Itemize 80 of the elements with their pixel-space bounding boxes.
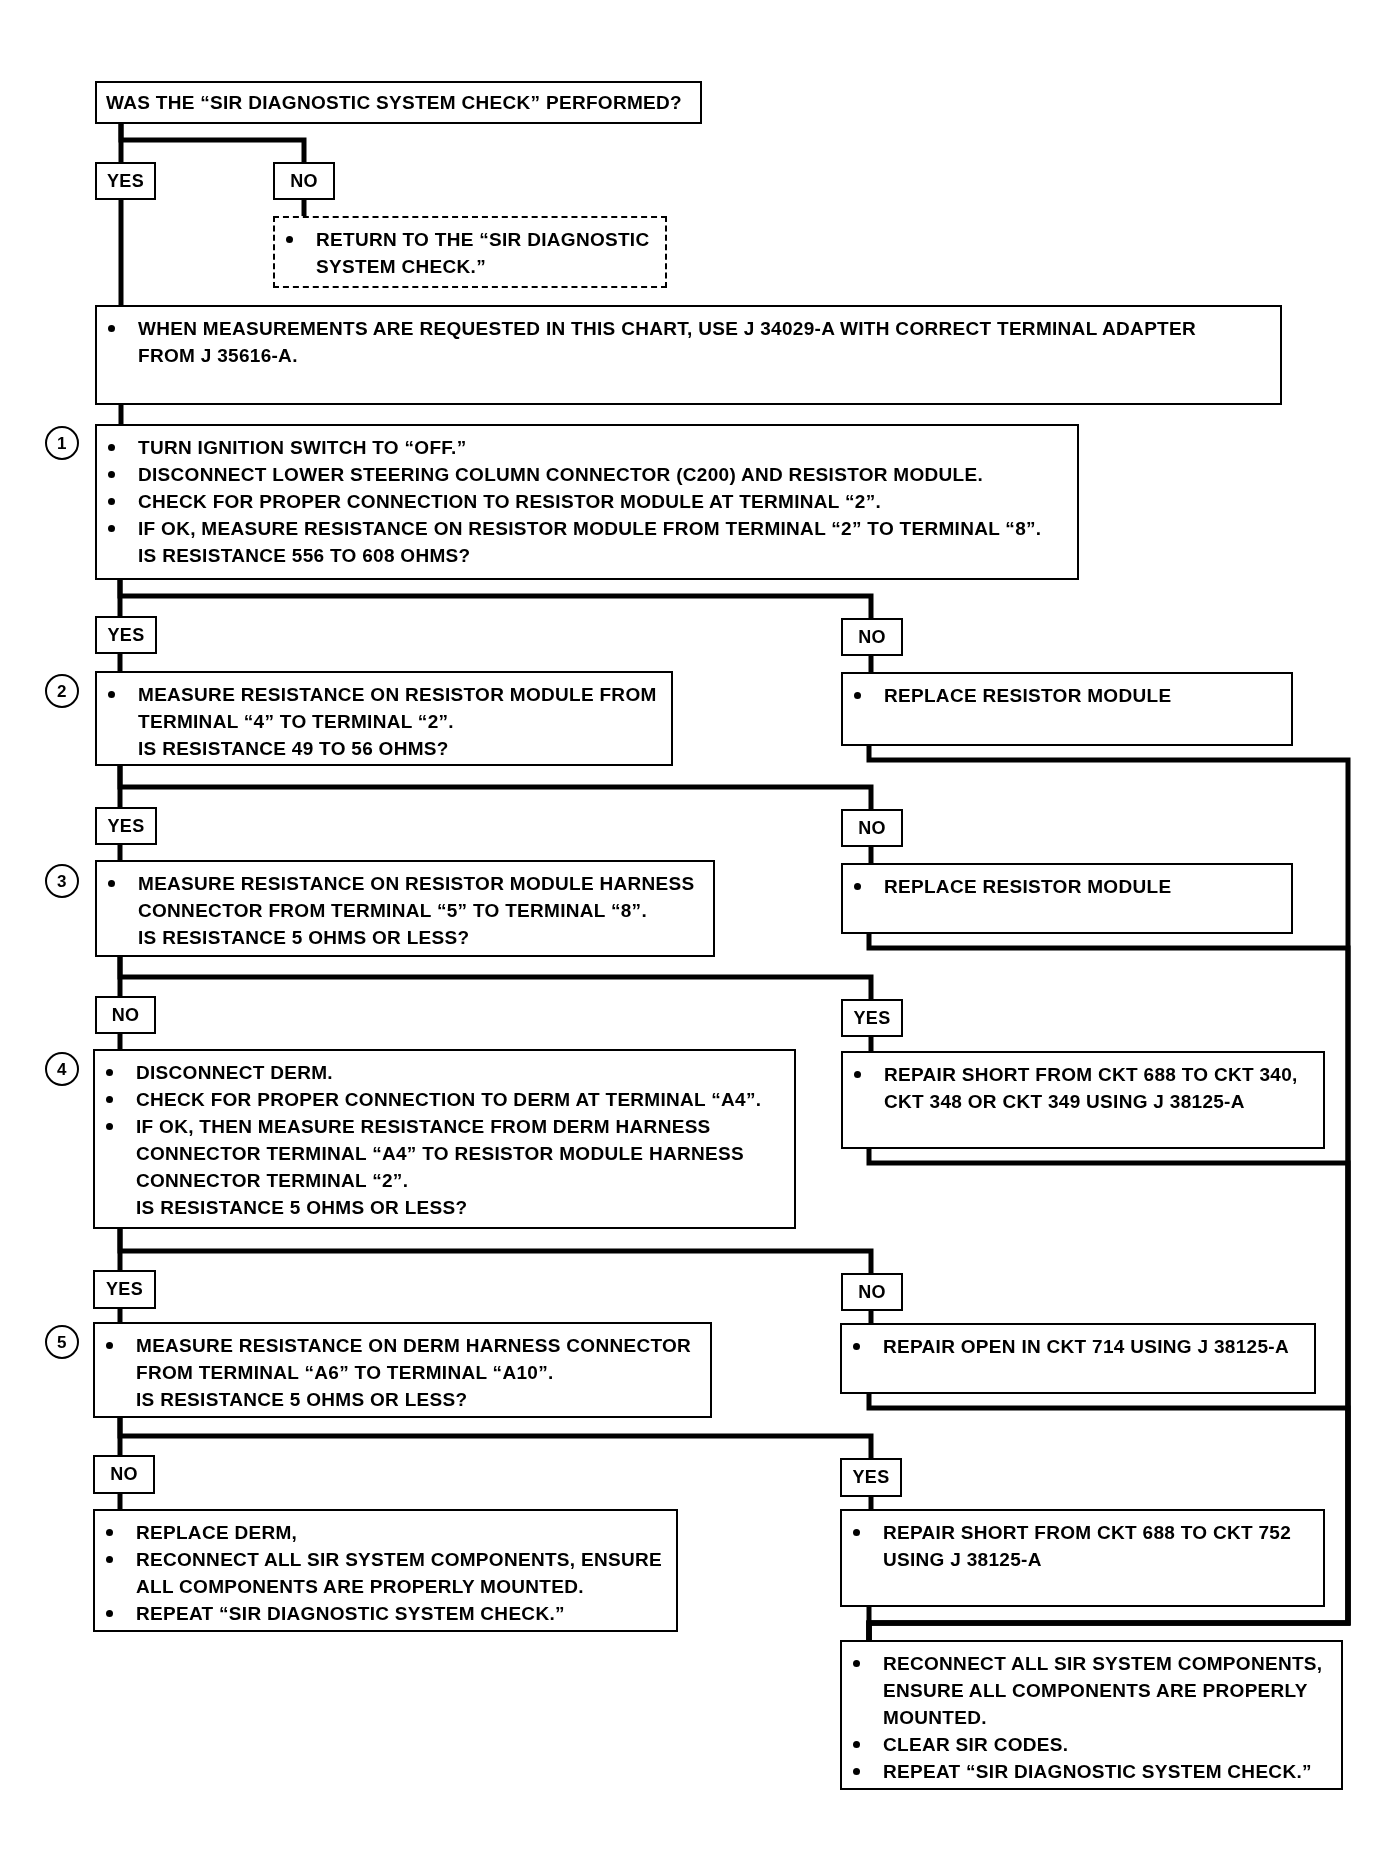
connector-line xyxy=(117,1034,123,1049)
instruction-text: REPLACE DERM, xyxy=(136,1521,299,1545)
instruction-text: CLEAR SIR CODES. xyxy=(883,1733,1070,1757)
connector-line xyxy=(117,1418,874,1458)
instruction-text: REPEAT “SIR DIAGNOSTIC SYSTEM CHECK.” xyxy=(883,1760,1313,1784)
instruction-text: DISCONNECT LOWER STEERING COLUMN CONNECTOR (C200) AND RESISTOR MODULE. xyxy=(138,463,985,487)
branch-label: NO xyxy=(273,162,335,200)
step-box xyxy=(95,860,715,957)
step-box xyxy=(93,1322,712,1418)
step-number: 4 xyxy=(45,1052,79,1086)
instruction-text: IF OK, THEN MEASURE RESISTANCE FROM DERM HARNESS CONNECTOR TERMINAL “A4” TO RESISTOR MODULE HARNESS CONNECTOR TERMINAL “2”. xyxy=(136,1115,745,1193)
instruction-box xyxy=(841,1051,1325,1149)
instruction-text: DISCONNECT DERM. xyxy=(136,1061,334,1085)
branch-label: YES xyxy=(840,1458,902,1497)
connector-line xyxy=(117,1309,123,1322)
branch-label: YES xyxy=(95,616,157,654)
instruction-text: REPAIR OPEN IN CKT 714 USING J 38125-A xyxy=(883,1335,1290,1359)
step-box xyxy=(93,1049,796,1229)
instruction-box xyxy=(273,216,667,288)
branch-label: NO xyxy=(95,996,156,1034)
connector-line xyxy=(117,957,874,999)
branch-label: NO xyxy=(841,618,903,656)
instruction-text: REPLACE RESISTOR MODULE xyxy=(884,875,1173,899)
instruction-text: IF OK, MEASURE RESISTANCE ON RESISTOR MODULE FROM TERMINAL “2” TO TERMINAL “8”. xyxy=(138,517,1043,541)
connector-line xyxy=(301,200,307,216)
connector-line xyxy=(866,1607,872,1640)
branch-label: NO xyxy=(841,809,903,847)
instruction-text: CHECK FOR PROPER CONNECTION TO RESISTOR MODULE AT TERMINAL “2”. xyxy=(138,490,883,514)
step-number: 1 xyxy=(45,426,79,460)
question-text: IS RESISTANCE 5 OHMS OR LESS? xyxy=(136,1196,469,1220)
instruction-box xyxy=(841,863,1293,934)
instruction-box xyxy=(95,305,1282,405)
branch-label: YES xyxy=(841,999,903,1037)
question-text: IS RESISTANCE 5 OHMS OR LESS? xyxy=(138,926,471,950)
instruction-box xyxy=(840,1509,1325,1607)
question-text: IS RESISTANCE 5 OHMS OR LESS? xyxy=(136,1388,469,1412)
branch-label: NO xyxy=(841,1273,903,1311)
instruction-box xyxy=(841,672,1293,746)
instruction-text: RETURN TO THE “SIR DIAGNOSTIC SYSTEM CHECK.” xyxy=(316,228,651,279)
branch-label: YES xyxy=(93,1270,156,1309)
connector-line xyxy=(117,1229,874,1273)
step-number: 5 xyxy=(45,1325,79,1359)
connector-line xyxy=(118,124,307,162)
instruction-box xyxy=(840,1323,1316,1394)
branch-label: YES xyxy=(95,807,157,845)
question-text: IS RESISTANCE 556 TO 608 OHMS? xyxy=(138,544,472,568)
connector-line xyxy=(118,405,124,424)
instruction-text: MEASURE RESISTANCE ON RESISTOR MODULE FROM TERMINAL “4” TO TERMINAL “2”. xyxy=(138,683,658,734)
instruction-box xyxy=(93,1509,678,1632)
connector-line xyxy=(868,1311,874,1323)
instruction-text: REPLACE RESISTOR MODULE xyxy=(884,684,1173,708)
instruction-text: MEASURE RESISTANCE ON RESISTOR MODULE HARNESS CONNECTOR FROM TERMINAL “5” TO TERMINAL “8”. xyxy=(138,872,696,923)
branch-label: YES xyxy=(95,162,156,200)
instruction-box xyxy=(840,1640,1343,1790)
instruction-text: RECONNECT ALL SIR SYSTEM COMPONENTS, ENSURE ALL COMPONENTS ARE PROPERLY MOUNTED. xyxy=(136,1548,663,1599)
step-number: 2 xyxy=(45,674,79,708)
branch-label: NO xyxy=(93,1455,155,1494)
connector-line xyxy=(868,1497,874,1509)
step-box xyxy=(95,671,673,766)
connector-line xyxy=(117,654,123,671)
connector-line xyxy=(118,200,124,305)
instruction-text: CHECK FOR PROPER CONNECTION TO DERM AT TERMINAL “A4”. xyxy=(136,1088,763,1112)
connector-line xyxy=(117,766,874,809)
connector-line xyxy=(868,656,874,672)
connector-line xyxy=(117,1494,123,1509)
step-number: 3 xyxy=(45,864,79,898)
instruction-text: REPAIR SHORT FROM CKT 688 TO CKT 752 USING J 38125-A xyxy=(883,1521,1293,1572)
connector-line xyxy=(868,1037,874,1051)
instruction-text: TURN IGNITION SWITCH TO “OFF.” xyxy=(138,436,468,460)
instruction-text: WHEN MEASUREMENTS ARE REQUESTED IN THIS CHART, USE J 34029-A WITH CORRECT TERMINAL ADAPTER FROM J 35616-A. xyxy=(138,317,1197,368)
step-box xyxy=(95,424,1079,580)
instruction-text: REPAIR SHORT FROM CKT 688 TO CKT 340, CKT 348 OR CKT 349 USING J 38125-A xyxy=(884,1063,1299,1114)
question-box: WAS THE “SIR DIAGNOSTIC SYSTEM CHECK” PERFORMED? xyxy=(95,81,702,124)
connector-line xyxy=(117,845,123,860)
instruction-text: REPEAT “SIR DIAGNOSTIC SYSTEM CHECK.” xyxy=(136,1602,566,1626)
instruction-text: MEASURE RESISTANCE ON DERM HARNESS CONNECTOR FROM TERMINAL “A6” TO TERMINAL “A10”. xyxy=(136,1334,693,1385)
question-text: IS RESISTANCE 49 TO 56 OHMS? xyxy=(138,737,450,761)
connector-line xyxy=(117,580,874,618)
instruction-text: RECONNECT ALL SIR SYSTEM COMPONENTS, ENSURE ALL COMPONENTS ARE PROPERLY MOUNTED. xyxy=(883,1652,1324,1730)
connector-line xyxy=(868,847,874,863)
